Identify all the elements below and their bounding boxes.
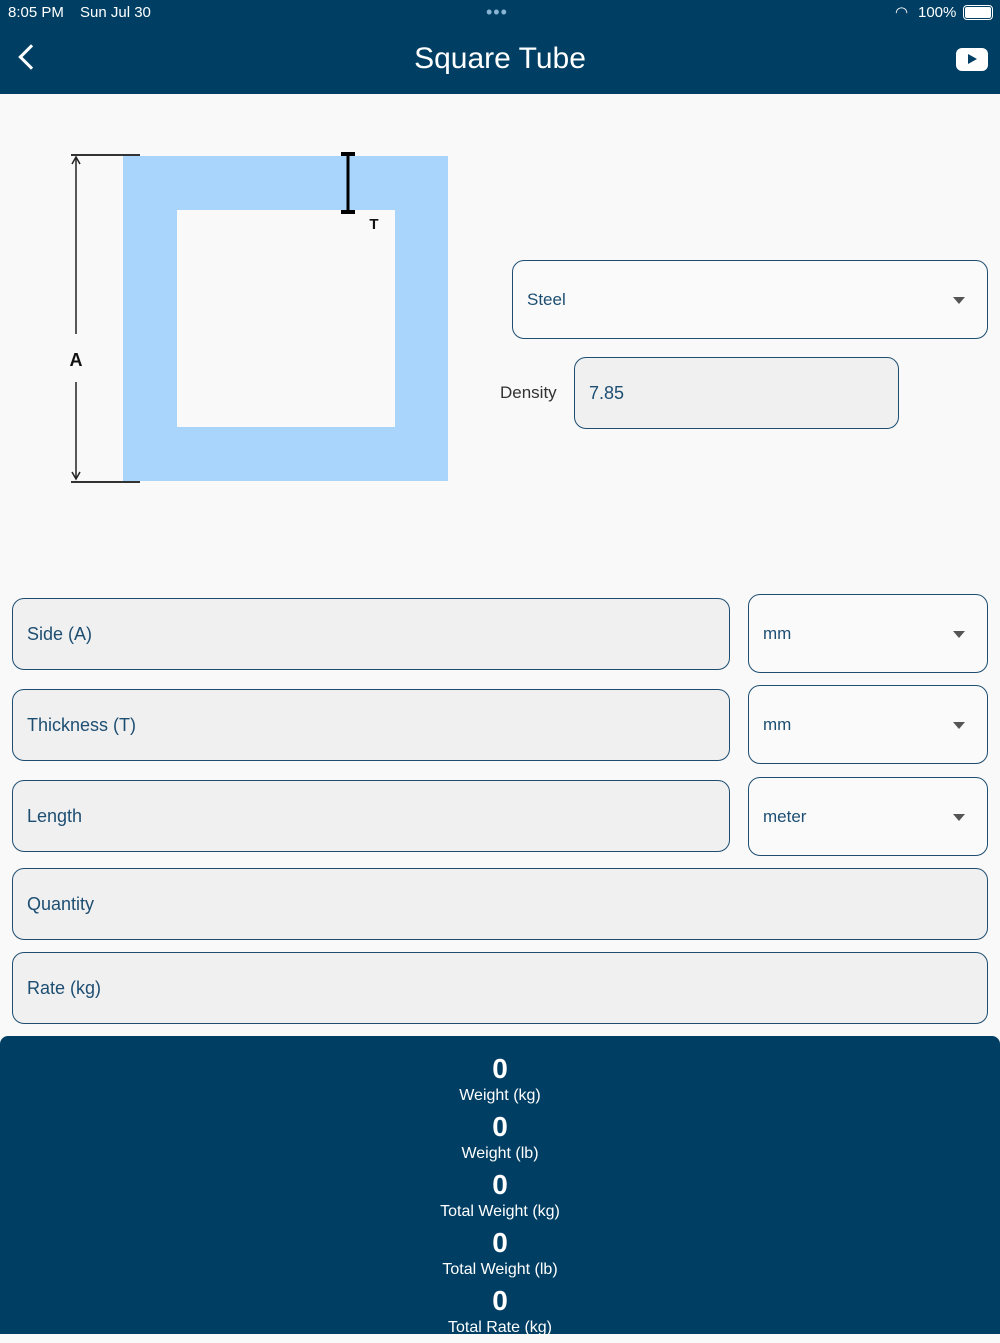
rate-placeholder: Rate (kg) <box>27 977 102 998</box>
thickness-unit-dropdown[interactable]: mm <box>748 685 988 764</box>
weight-lb-value: 0 <box>492 1111 508 1142</box>
length-input[interactable]: Length <box>12 780 730 852</box>
results-panel: 0 Weight (kg) 0 Weight (lb) 0 Total Weig… <box>0 1036 1000 1336</box>
battery-percent: 100% <box>918 4 957 21</box>
thickness-unit: mm <box>763 714 792 734</box>
density-value: 7.85 <box>589 382 625 403</box>
total-weight-lb-label: Total Weight (lb) <box>442 1261 558 1278</box>
material-dropdown[interactable]: Steel <box>512 260 988 339</box>
length-unit: meter <box>763 806 807 826</box>
status-time: 8:05 PM <box>8 4 64 21</box>
length-placeholder: Length <box>27 805 83 826</box>
square-tube-diagram: A T <box>70 152 448 483</box>
wifi-icon: ◠ <box>895 4 909 21</box>
density-label: Density <box>500 383 557 402</box>
quantity-placeholder: Quantity <box>27 893 95 914</box>
thickness-input[interactable]: Thickness (T) <box>12 689 730 761</box>
nav-bar: 8:05 PM Sun Jul 30 ••• ◠ 100% Square Tub… <box>0 0 1000 94</box>
total-rate-value: 0 <box>492 1285 508 1316</box>
total-weight-lb-value: 0 <box>492 1227 508 1258</box>
total-weight-kg-value: 0 <box>492 1169 508 1200</box>
caret-down-icon <box>953 630 965 638</box>
label-a: A <box>70 350 83 370</box>
label-t: T <box>369 216 378 233</box>
page-title: Square Tube <box>414 42 586 75</box>
total-weight-kg-label: Total Weight (kg) <box>440 1203 560 1220</box>
caret-down-icon <box>953 721 965 729</box>
status-date: Sun Jul 30 <box>80 4 151 21</box>
youtube-icon[interactable] <box>956 48 988 71</box>
material-selected: Steel <box>527 289 566 309</box>
weight-kg-label: Weight (kg) <box>459 1087 541 1104</box>
density-input[interactable]: 7.85 <box>574 357 899 429</box>
side-unit: mm <box>763 623 792 643</box>
side-unit-dropdown[interactable]: mm <box>748 594 988 673</box>
caret-down-icon <box>953 296 965 304</box>
rate-input[interactable]: Rate (kg) <box>12 952 988 1024</box>
thickness-placeholder: Thickness (T) <box>27 714 137 735</box>
battery-icon <box>963 5 993 20</box>
caret-down-icon <box>953 813 965 821</box>
length-unit-dropdown[interactable]: meter <box>748 777 988 856</box>
total-rate-label: Total Rate (kg) <box>447 1319 553 1336</box>
weight-kg-value: 0 <box>492 1053 508 1084</box>
weight-lb-label: Weight (lb) <box>461 1145 539 1162</box>
multitask-dots-icon[interactable]: ••• <box>486 2 508 22</box>
quantity-input[interactable]: Quantity <box>12 868 988 940</box>
side-input[interactable]: Side (A) <box>12 598 730 670</box>
side-placeholder: Side (A) <box>27 623 93 644</box>
